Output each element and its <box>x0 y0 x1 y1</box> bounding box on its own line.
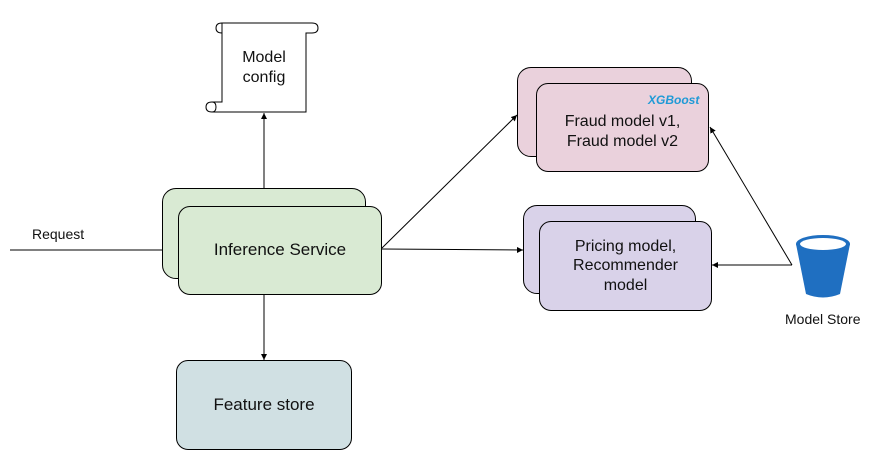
xgboost-logo: XGBoost <box>648 93 700 107</box>
fraud-models-label: Fraud model v1, Fraud model v2 <box>564 113 681 150</box>
inference-service-node: Inference Service <box>178 206 382 295</box>
scroll-icon <box>205 22 319 113</box>
store-to-fraud-arrow <box>709 126 793 266</box>
model-config-node: Model config <box>222 33 306 102</box>
bucket-icon <box>796 235 850 298</box>
request-label: Request <box>32 226 85 242</box>
feature-store-node: Feature store <box>176 360 352 450</box>
pricing-models-node: Pricing model, Recommender model <box>539 221 712 311</box>
fraud-models-node: Fraud model v1, Fraud model v2 <box>536 83 709 172</box>
model-store-label: Model Store <box>785 311 861 327</box>
inference-service-label: Inference Service <box>213 240 347 260</box>
pricing-models-label: Pricing model, Recommender model <box>573 238 678 294</box>
model-config-label: Model config <box>242 49 286 86</box>
pricing-arrow <box>381 246 524 253</box>
fraud-arrow <box>381 114 518 249</box>
feature-store-label: Feature store <box>213 394 315 414</box>
